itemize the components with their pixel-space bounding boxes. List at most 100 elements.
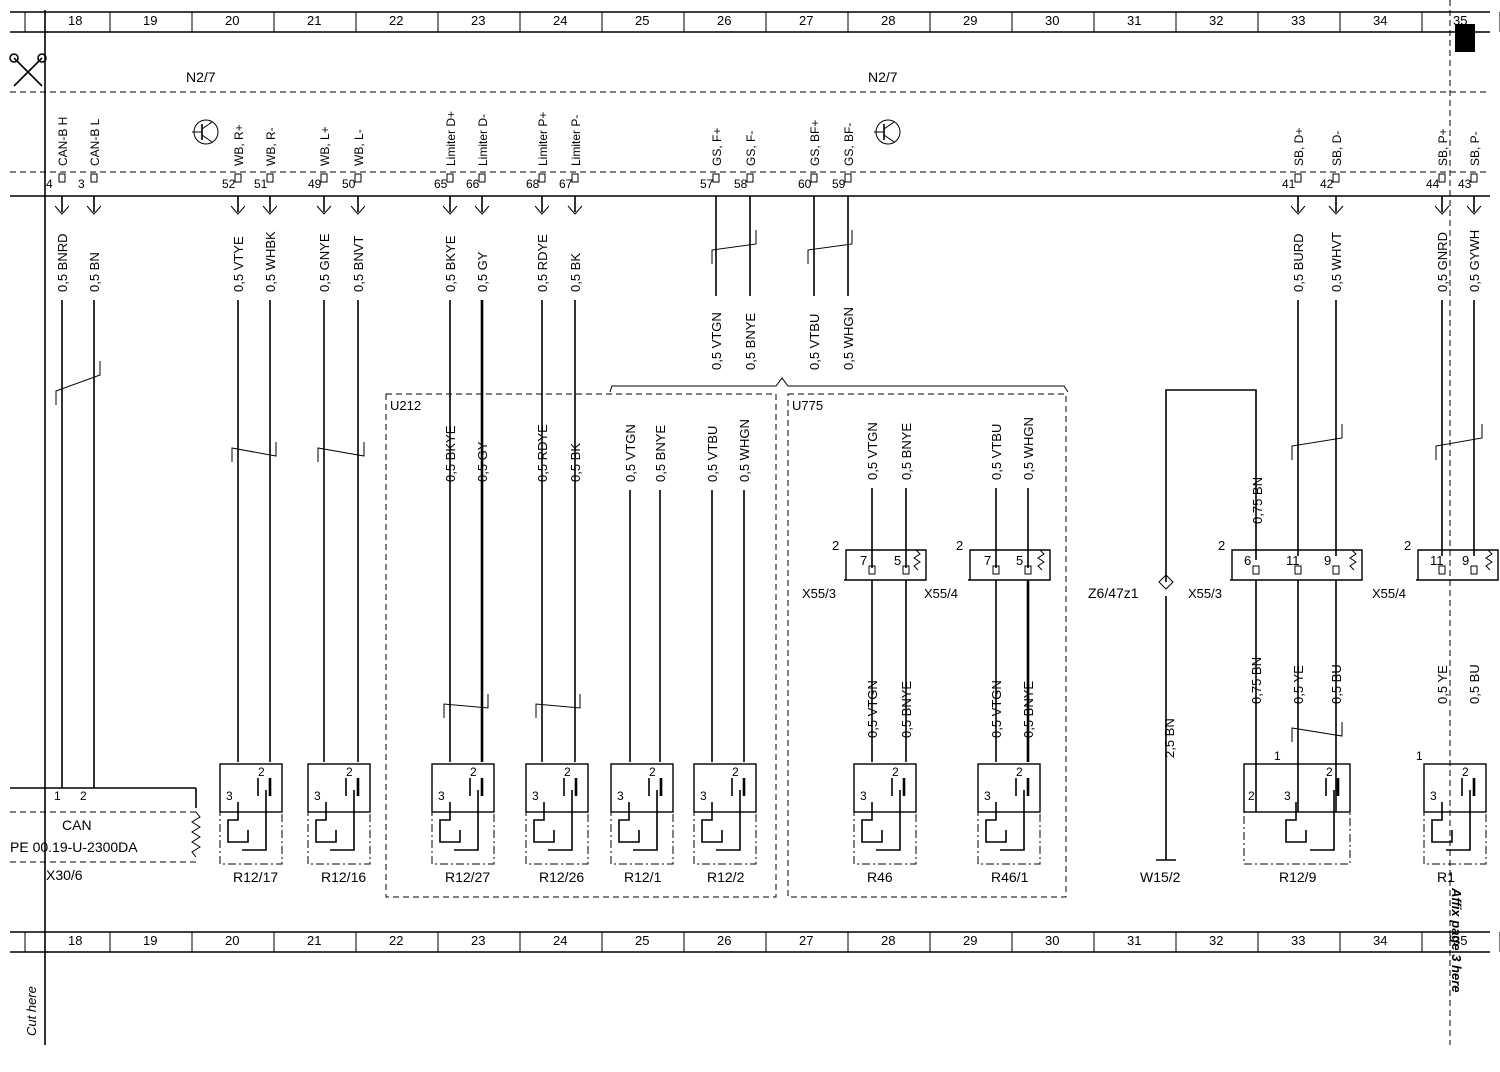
sensor-name: R12/16 (321, 869, 366, 885)
grid-column-label: 34 (1373, 933, 1387, 948)
grid-column-label: 28 (881, 933, 895, 948)
pin-terminal (712, 173, 720, 183)
pin-signal-label: GS, F- (744, 131, 758, 166)
affix-page-note: Affix page 3 here (1449, 887, 1464, 993)
wire-label: 0,5 VTYE (231, 236, 246, 292)
connector-pin-number: 2 (832, 538, 839, 553)
sensor-pin-number: 3 (1284, 789, 1291, 803)
pin-number: 3 (78, 177, 85, 191)
pin-signal-label: Limiter P+ (536, 112, 550, 166)
pin-signal-label: CAN-B H (56, 117, 70, 166)
arrow-mark (262, 205, 278, 215)
can-block: 1 2 CAN PE 00.19-U-2300DA X30/6 (10, 787, 201, 883)
sensor-body (431, 811, 495, 865)
grid-column-label: 30 (1045, 13, 1059, 28)
sensor-element (439, 802, 461, 843)
connector-pin-number: 11 (1430, 553, 1444, 568)
connector-housing (844, 549, 927, 581)
grid-column-label: 22 (389, 933, 403, 948)
sensor-element (315, 802, 337, 843)
sensor-pin-number: 3 (617, 789, 624, 803)
grid-column-label: 25 (635, 13, 649, 28)
sensor-pin-number: 2 (649, 765, 656, 779)
wire-label: 0,5 GY (475, 251, 490, 292)
sensor-body (693, 811, 757, 865)
pin-signal-label: WB, L+ (318, 126, 332, 166)
wire-label: 0,5 GY (475, 441, 490, 482)
grid-column-label: 32 (1209, 933, 1223, 948)
pin-terminal (266, 173, 274, 183)
sensor-housing (219, 763, 283, 813)
sensor-housing (431, 763, 495, 813)
grid-column-label: 32 (1209, 13, 1223, 28)
sensor-body (610, 811, 674, 865)
wire-label: 0,5 BK (568, 443, 583, 482)
twist-mark (1291, 424, 1343, 460)
wire-label: 0,5 GNYE (317, 233, 332, 292)
resistor-mark (1485, 549, 1493, 571)
sensor-name: R12/26 (539, 869, 584, 885)
grid-column-label: 33 (1291, 933, 1305, 948)
connector-pin-number: 7 (984, 553, 991, 568)
grid-column-label: 22 (389, 13, 403, 28)
pin-number: 50 (342, 177, 356, 191)
pin-signal-label: Limiter P- (569, 115, 583, 166)
twist-mark (535, 694, 581, 718)
sensor-pin-number: 3 (700, 789, 707, 803)
sensor-body (525, 811, 589, 865)
sensor-pin-number: 1 (1274, 749, 1281, 763)
sensor-element (633, 790, 658, 851)
arrow-mark (442, 205, 458, 215)
wire-label: 0,5 WHGN (841, 307, 856, 370)
wire-label: 0,5 VTBU (705, 426, 720, 482)
grid-column-label: 21 (307, 933, 321, 948)
pin-terminal (1438, 173, 1446, 183)
pin-terminal (902, 565, 910, 575)
grid-column-label: 18 (68, 13, 82, 28)
sensor-pin-number: 2 (1326, 765, 1333, 779)
sensor-element (876, 790, 901, 851)
sensor-blocks: 32R12/1732R12/1632R12/2732R12/2632R12/13… (219, 749, 1487, 885)
sensor-name: R12/17 (233, 869, 278, 885)
wire-label: 0,5 WHBK (263, 231, 278, 292)
sensor-name: R12/27 (445, 869, 490, 885)
arrow-mark (86, 205, 102, 215)
ground-wire-label: 2,5 BN (1162, 718, 1177, 758)
scissors-icon (9, 53, 47, 87)
wire-label: 0,5 BNYE (653, 425, 668, 482)
wire-label: 0,5 YE (1435, 665, 1450, 704)
twist-mark (443, 694, 489, 718)
pin-terminal (1252, 565, 1260, 575)
sensor-element (1000, 790, 1025, 851)
grid-column-label: 20 (225, 13, 239, 28)
sensor-element (227, 802, 249, 843)
pin-terminal (1470, 565, 1478, 575)
arrow-mark (230, 205, 246, 215)
grid-column-label: 30 (1045, 933, 1059, 948)
pin-number: 65 (434, 177, 448, 191)
pin-signal-label: WB, R- (264, 127, 278, 166)
arrow-mark (1434, 205, 1450, 215)
connector-pin-number: 2 (956, 538, 963, 553)
sensor-housing (693, 763, 757, 813)
sensor-pin-number: 2 (892, 765, 899, 779)
sensor-pin-number: 3 (532, 789, 539, 803)
can-pin-1: 1 (54, 789, 61, 803)
pin-signal-label: SB, D+ (1292, 128, 1306, 166)
page-marker (1455, 24, 1475, 52)
pin-terminal (320, 173, 328, 183)
wire-label: 0,5 BKYE (443, 235, 458, 292)
z6-label: Z6/47z1 (1088, 585, 1139, 601)
pin-number: 51 (254, 177, 268, 191)
pin-terminal (844, 173, 852, 183)
connector-housing (1416, 549, 1499, 581)
pin-number: 43 (1458, 177, 1472, 191)
